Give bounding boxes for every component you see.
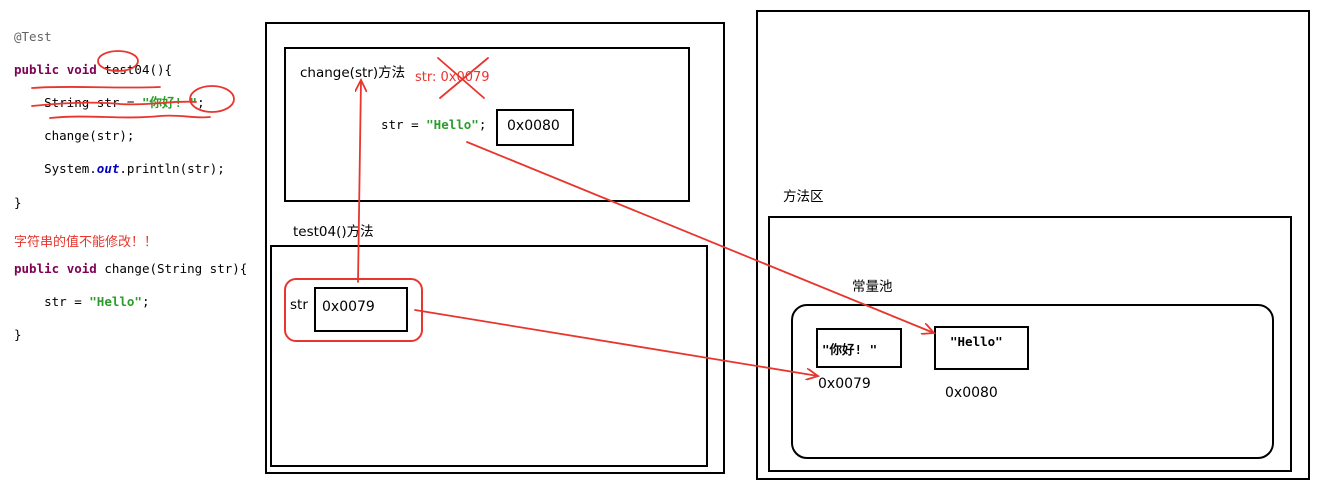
code-listing: @Test public void test04(){ String str =… [14,12,247,360]
constant-pool-box [791,304,1274,459]
constant-pool-title: 常量池 [852,279,893,295]
pool-address-1: 0x0079 [818,376,871,392]
code-line-close-1: } [14,194,22,210]
change-method-frame [284,47,690,202]
code-line-test04-decl: public void test04(){ [14,61,173,77]
code-line-annotation: @Test [14,28,52,44]
old-ref-cross-2 [439,57,489,99]
code-line-change-call: change(str); [44,128,135,144]
pool-string-2: "Hello" [950,334,1003,349]
new-ref-value: 0x0080 [507,118,560,134]
code-str-circle-1 [97,50,139,72]
pool-string-box-2 [934,326,1029,370]
change-frame-title: change(str)方法 [300,65,406,81]
arrow-hello-to-pool [466,141,934,333]
test04-var-highlight [284,278,423,342]
code-underline-3 [49,114,211,119]
code-line-close-2: } [14,327,22,343]
pool-address-2: 0x0080 [945,385,998,401]
immutability-note: 字符串的值不能修改！！ [14,235,158,250]
pool-string-1: "你好! " [822,342,878,357]
old-ref-label: str: 0x0079 [415,70,490,85]
method-area-box [756,10,1310,480]
arrow-test04-to-nihao [414,309,818,376]
test04-ref-value: 0x0079 [322,299,375,315]
arrow-test04-to-change [358,80,361,283]
new-ref-box [496,109,574,146]
method-area-title: 方法区 [783,189,824,205]
old-ref-cross-1 [437,57,485,99]
code-line-change-decl: public void change(String str){ [14,260,248,276]
code-str-circle-2 [189,85,235,113]
code-underline-1 [31,85,161,89]
test04-ref-box [314,287,408,332]
pool-string-box-1 [816,328,902,368]
code-underline-2 [31,100,197,107]
hello-assignment: str = "Hello"; [381,117,487,132]
code-line-hello-assign: str = "Hello"; [44,294,150,310]
test04-var-label: str [290,297,308,313]
code-line-println: System.out.println(str); [44,161,225,177]
test04-frame-title: test04()方法 [293,224,374,240]
method-area-inner-box [768,216,1292,472]
test04-method-frame [270,245,708,467]
